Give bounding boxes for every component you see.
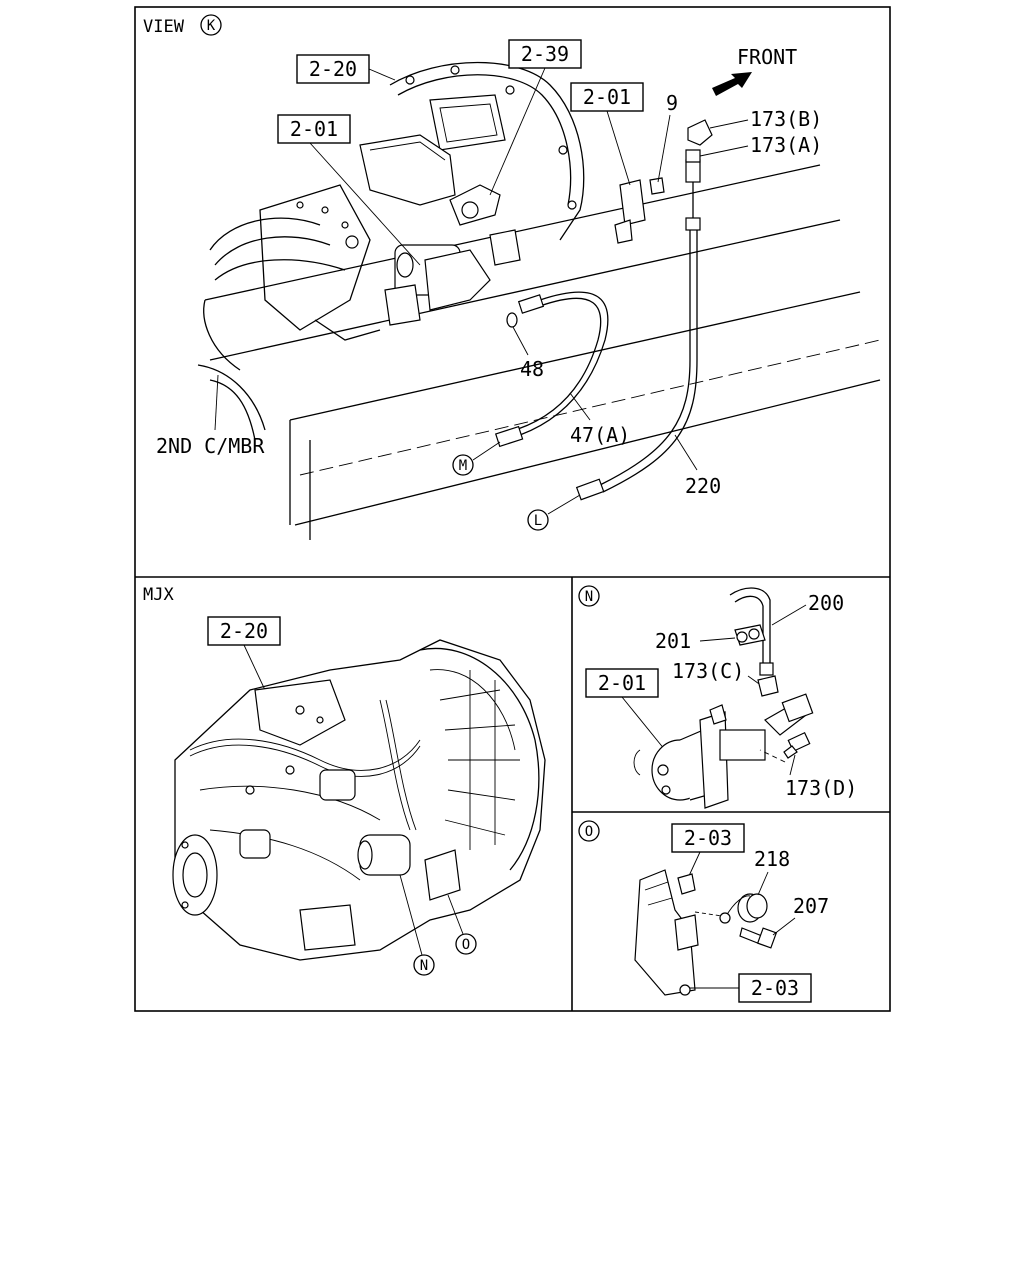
ref-box-2-03-bottom	[738, 973, 812, 1003]
ref-box-2-01-right	[570, 82, 644, 112]
detail-n-marker-label: N	[585, 589, 593, 605]
ref-label-2-03-top: 2-03	[684, 826, 732, 850]
ref-box-2-01-left	[277, 114, 351, 144]
ref-box-2-39	[508, 39, 582, 69]
ref-label-2-20-mjx: 2-20	[220, 619, 268, 643]
fitting-173c	[757, 675, 779, 697]
detail-o-marker-label: O	[585, 824, 593, 840]
panel-frames	[134, 6, 891, 1012]
part-label-218: 218	[754, 847, 790, 871]
ref-box-2-03-top	[671, 823, 745, 853]
part-label-173b: 173(B)	[750, 107, 822, 131]
label-2nd-cmbr: 2ND C/MBR	[156, 434, 265, 458]
clutch-booster-detail	[633, 693, 814, 809]
part-label-47a: 47(A)	[570, 423, 630, 447]
marker-l-circle	[527, 509, 549, 531]
detail-n-panel: N 200 201 173(C) 2-01	[578, 585, 857, 809]
marker-m-circle	[452, 454, 474, 476]
frame-rails	[197, 164, 881, 540]
pipe-200	[729, 587, 774, 676]
part-label-173c: 173(C)	[672, 659, 744, 683]
bracket-2-03	[634, 869, 699, 996]
view-k-header: VIEW	[143, 17, 185, 37]
detail-o-marker-circle	[578, 820, 600, 842]
part-label-201: 201	[655, 629, 691, 653]
marker-m-label: M	[459, 458, 467, 474]
mjx-marker-n-label: N	[420, 958, 428, 974]
bolt-207	[739, 927, 778, 949]
part-label-220: 220	[685, 474, 721, 498]
detail-o-panel: O 2-03 218 207 2-03	[578, 820, 829, 1003]
marker-l-label: L	[534, 513, 542, 529]
detail-n-marker-circle	[578, 585, 600, 607]
ref-label-2-39: 2-39	[521, 42, 569, 66]
pipe-47a	[494, 291, 609, 448]
mjx-marker-o-label: O	[462, 937, 470, 953]
part-label-173a: 173(A)	[750, 133, 822, 157]
mjx-marker-n-circle	[413, 954, 435, 976]
mjx-header: MJX	[143, 585, 174, 605]
mjx-panel: MJX 2-20	[143, 585, 546, 976]
ref-label-2-01-left: 2-01	[290, 117, 338, 141]
part-label-207: 207	[793, 894, 829, 918]
part-label-48: 48	[520, 357, 544, 381]
fitting-173d	[783, 731, 811, 759]
view-k-marker-circle	[200, 14, 222, 36]
front-label: FRONT	[737, 45, 797, 69]
ref-label-2-03-bottom: 2-03	[751, 976, 799, 1000]
part-label-173d: 173(D)	[785, 776, 857, 800]
bracket-right	[614, 177, 665, 244]
bell-housing	[389, 61, 585, 241]
view-k-panel: VIEW K	[143, 14, 881, 540]
ref-box-2-20-mjx	[207, 616, 281, 646]
spring-218	[719, 893, 768, 924]
ref-label-2-01-detail-n: 2-01	[598, 671, 646, 695]
transmission-assembly-drawing	[172, 639, 546, 961]
ref-label-2-01-right: 2-01	[583, 85, 631, 109]
hose-220	[575, 119, 713, 501]
mjx-marker-o-circle	[455, 933, 477, 955]
view-k-marker-label: K	[207, 18, 216, 34]
part-label-9: 9	[666, 91, 678, 115]
ref-label-2-20-view-k: 2-20	[309, 57, 357, 81]
clutch-booster	[359, 134, 521, 326]
part-label-200: 200	[808, 591, 844, 615]
clip-201	[734, 624, 766, 646]
transmission-body	[209, 184, 381, 341]
ref-box-2-20-view-k	[296, 54, 370, 84]
ref-box-2-01-detail-n	[585, 668, 659, 698]
front-arrow-icon	[712, 72, 752, 96]
